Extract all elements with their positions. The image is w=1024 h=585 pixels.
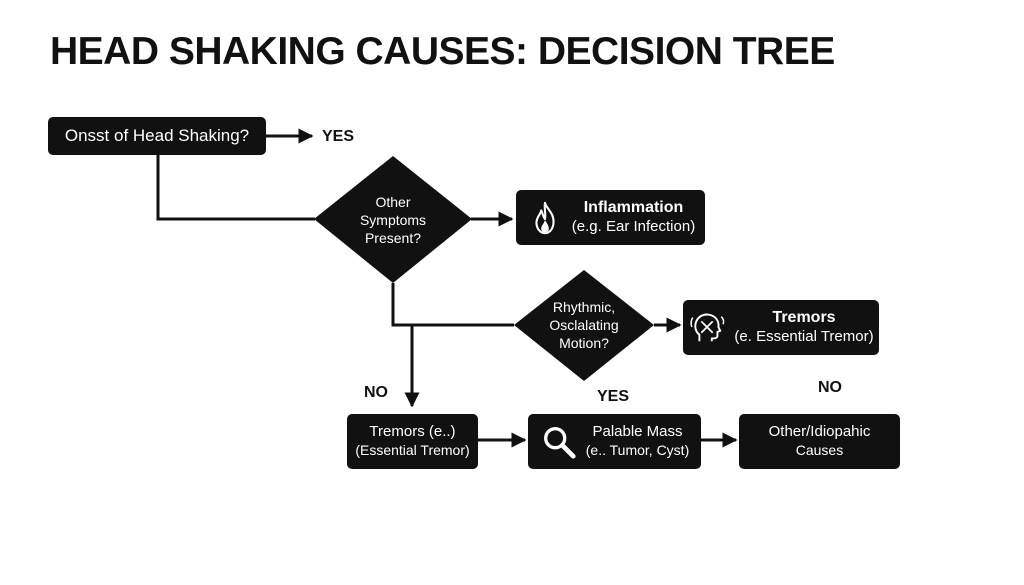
node-onset: Onsst of Head Shaking? <box>48 117 266 155</box>
node-rhythmic-motion: Rhythmic, Osclalating Motion? <box>530 293 638 357</box>
head-tremor-icon <box>688 309 726 347</box>
line-symptoms-down <box>391 283 514 327</box>
line-onset-down <box>156 155 315 221</box>
node-other-idiopathic-subtitle: Causes <box>795 442 844 459</box>
node-tremors-right-subtitle: (e. Essential Tremor) <box>734 328 874 346</box>
node-rhythmic-line3: Motion? <box>559 335 609 352</box>
label-yes-mid: YES <box>597 388 630 405</box>
magnifier-icon <box>540 423 578 461</box>
node-other-symptoms-line2: Symptoms <box>359 211 427 228</box>
node-other-symptoms-line1: Other <box>375 193 411 210</box>
page-title: HEAD SHAKING CAUSES: DECISION TREE <box>50 30 835 73</box>
node-palpable-mass-subtitle: (e.. Tumor, Cyst) <box>585 442 690 459</box>
label-no-right: NO <box>818 379 842 396</box>
node-other-symptoms: Other Symptoms Present? <box>334 188 452 252</box>
node-rhythmic-line2: Osclalating <box>549 316 619 333</box>
node-tremors-left-subtitle: (Essential Tremor) <box>355 442 470 459</box>
flame-icon <box>526 199 564 237</box>
node-palpable-mass: Palable Mass (e.. Tumor, Cyst) <box>528 414 701 469</box>
node-inflammation-title: Inflammation <box>583 199 684 217</box>
node-inflammation-subtitle: (e.g. Ear Infection) <box>571 218 696 236</box>
node-other-idiopathic-title: Other/Idiopahic <box>768 423 871 441</box>
node-tremors-right: Tremors (e. Essential Tremor) <box>683 300 879 355</box>
node-palpable-mass-title: Palable Mass <box>592 423 683 441</box>
node-tremors-left: Tremors (e..) (Essential Tremor) <box>347 414 478 469</box>
node-rhythmic-line1: Rhythmic, <box>552 298 616 315</box>
node-inflammation: Inflammation (e.g. Ear Infection) <box>516 190 705 245</box>
label-no-left: NO <box>364 384 388 401</box>
node-other-symptoms-line3: Present? <box>364 230 422 247</box>
diamond-rhythmic-motion <box>514 270 654 381</box>
node-onset-text: Onsst of Head Shaking? <box>64 126 250 146</box>
diamond-other-symptoms <box>314 156 472 283</box>
node-tremors-right-title: Tremors <box>772 309 836 327</box>
label-yes-top: YES <box>322 128 355 145</box>
node-tremors-left-title: Tremors (e..) <box>369 423 456 441</box>
node-other-idiopathic: Other/Idiopahic Causes <box>739 414 900 469</box>
